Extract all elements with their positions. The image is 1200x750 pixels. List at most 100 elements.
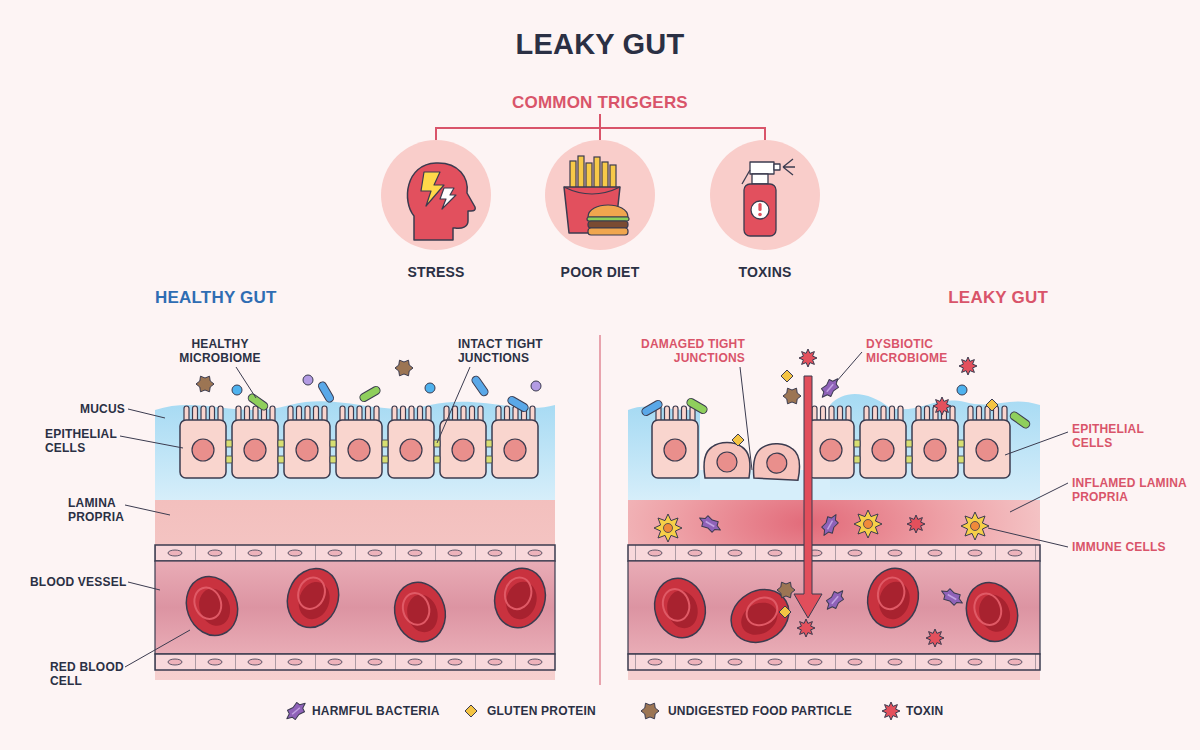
leader-line [988, 528, 1068, 547]
callout-label: EPITHELIAL CELLS [45, 427, 130, 456]
circle-shape [381, 140, 491, 250]
legend-label: UNDIGESTED FOOD PARTICLE [668, 704, 852, 718]
stress-icon [407, 163, 475, 240]
warning-mark [758, 203, 761, 211]
callout-label: MUCUS [35, 402, 125, 416]
leader-line [236, 367, 256, 398]
epithelial-cell [964, 406, 1010, 478]
bun [588, 205, 628, 217]
toxin [797, 619, 815, 637]
healthy-microbe [317, 380, 335, 403]
food-particle [395, 360, 413, 376]
callout-label: INTACT TIGHT JUNCTIONS [458, 337, 558, 366]
healthy-microbe [358, 385, 381, 403]
toxin [959, 357, 977, 375]
red-blood-cell [648, 573, 712, 644]
toxin [933, 397, 951, 415]
circle-shape [545, 140, 655, 250]
mucus-layer [155, 401, 555, 500]
panel-heading: LEAKY GUT [828, 288, 1048, 308]
immune-cell [654, 514, 682, 542]
leader-line [120, 436, 183, 448]
vessel-wall [155, 654, 555, 670]
circle-shape [710, 140, 820, 250]
tight-junction [330, 440, 336, 463]
legend-label: GLUTEN PROTEIN [487, 704, 596, 718]
red-blood-cell [488, 563, 552, 634]
vessel-lumen [155, 561, 555, 654]
leak-arrow [794, 376, 822, 618]
epithelial-cell [860, 406, 906, 478]
leader-line [125, 630, 190, 667]
callout-label: EPITHELIAL CELLS [1072, 422, 1162, 451]
epithelial-cell [912, 406, 958, 478]
harmful-bacteria [823, 587, 848, 613]
mucus-layer [628, 406, 700, 500]
fry [586, 163, 592, 191]
circle-outline [710, 140, 820, 250]
trigger-label: STRESS [336, 264, 536, 281]
leader-line [740, 367, 752, 470]
healthy-panel [155, 360, 555, 680]
tight-junction [906, 440, 912, 463]
leader-line [437, 367, 470, 443]
immune-cell [854, 510, 882, 538]
gluten-protein [781, 370, 793, 382]
panel-divider [599, 335, 601, 685]
food-particle [783, 388, 801, 404]
tight-junction [382, 440, 388, 463]
leader-line [128, 582, 160, 590]
toxin [907, 515, 925, 533]
bottle [744, 184, 776, 236]
trigger-label: POOR DIET [500, 264, 700, 281]
leader-line [836, 352, 862, 382]
trigger-circle: TOXINS [710, 140, 820, 250]
callout-label: BLOOD VESSEL [30, 575, 135, 589]
immune-cell [961, 512, 989, 540]
healthy-microbe [531, 381, 541, 391]
trigger-circle: STRESS [381, 140, 491, 250]
tight-junction [226, 440, 232, 463]
food-particle [196, 376, 214, 392]
tight-junction [958, 440, 964, 463]
epithelial-cell [388, 406, 434, 478]
lamina-propria [155, 495, 555, 680]
healthy-microbe [247, 392, 270, 411]
healthy-microbe [640, 399, 663, 417]
inflamed-lamina [628, 495, 1040, 680]
patty [588, 221, 628, 228]
burger [587, 205, 629, 235]
leader-line [128, 409, 165, 418]
fry [602, 162, 608, 191]
tight-junction [854, 440, 860, 463]
tight-junction [278, 440, 284, 463]
trigger-bracket [436, 114, 765, 142]
mucus-layer [830, 394, 1040, 500]
tight-junction [434, 440, 440, 463]
healthy-microbe [232, 385, 242, 395]
tight-junction [486, 440, 492, 463]
fry [610, 165, 616, 191]
leader-lines [120, 352, 1068, 667]
spray-head [750, 162, 774, 174]
epithelial-cell [336, 406, 382, 478]
harmful-bacteria [819, 512, 842, 539]
trigger-label: TOXINS [665, 264, 865, 281]
red-blood-cell [958, 575, 1026, 648]
callout-label: RED BLOOD CELL [50, 660, 128, 689]
diagram-title: LEAKY GUT [0, 27, 1200, 62]
healthy-microbe [470, 375, 489, 398]
callout-label: INFLAMED LAMINA PROPRIA [1072, 476, 1197, 505]
leader-line [125, 505, 170, 515]
bun [588, 228, 628, 235]
gluten-protein [732, 434, 744, 446]
epithelial-cell [492, 406, 538, 478]
circle-outline [381, 140, 491, 250]
vessel-wall [155, 545, 555, 561]
harmful-bacteria [939, 586, 966, 609]
fry [570, 161, 576, 191]
legend-symbol [641, 703, 659, 719]
